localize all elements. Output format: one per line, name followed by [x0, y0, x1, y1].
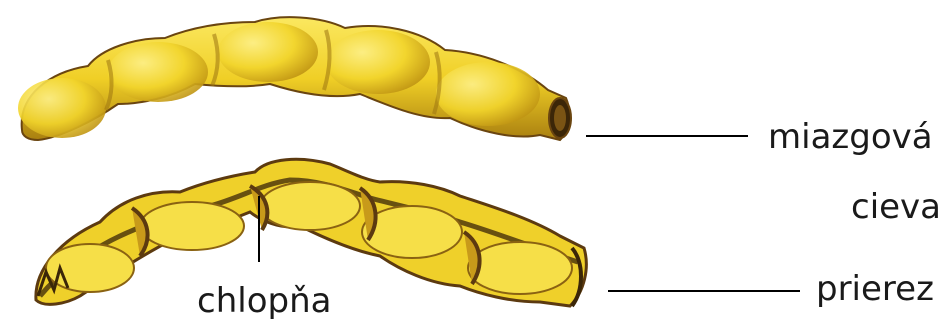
intact-vessel: [18, 17, 571, 140]
label-vessel-line1: miazgová: [768, 120, 933, 154]
label-vessel-line2: cieva: [851, 190, 941, 224]
label-valve: chlopňa: [197, 284, 331, 318]
label-section: prierez: [816, 272, 934, 306]
